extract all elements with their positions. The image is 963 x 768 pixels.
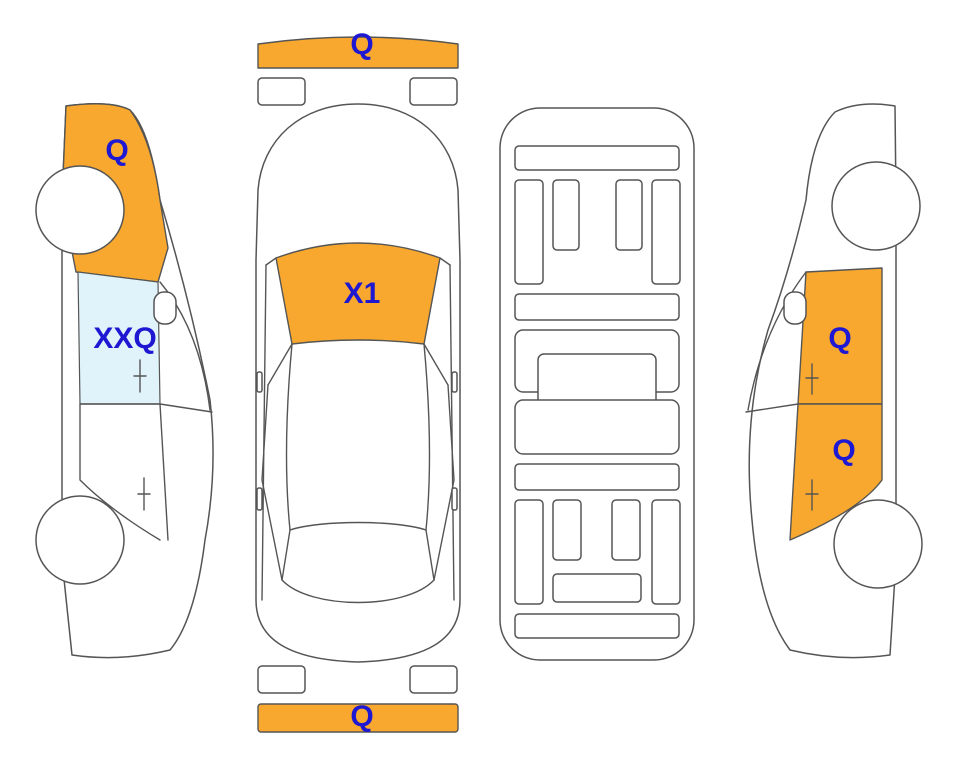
underbody-part (611, 499, 641, 561)
right-front-door-code: Q (832, 434, 855, 467)
underbody-part (552, 573, 642, 603)
left-front-window-code: XXQ (93, 322, 156, 355)
top-windshield-left (265, 257, 293, 386)
right-rear-wheel (833, 499, 923, 589)
underbody-part (514, 145, 680, 171)
right-door-lines (745, 271, 807, 413)
top-handle-right-rear (451, 487, 458, 511)
underbody-part (514, 463, 680, 491)
underbody-part (552, 179, 580, 251)
right-handle-rear (805, 363, 819, 395)
rear-bumper-panel[interactable] (257, 703, 459, 733)
left-front-fender-code: Q (105, 134, 128, 167)
right-side-view: Q Q (745, 103, 923, 659)
front-right-light (409, 77, 458, 106)
top-handle-right-front (451, 371, 458, 393)
right-mirror (783, 291, 807, 325)
underbody-part (651, 499, 681, 605)
left-rear-wheel (35, 495, 125, 585)
rear-left-light (257, 665, 306, 694)
top-windshield-right (423, 257, 451, 386)
front-left-light (257, 77, 306, 106)
left-handle-rear (137, 477, 151, 511)
hood-code: X1 (344, 277, 381, 310)
left-front-wheel (35, 165, 125, 255)
underbody-part (514, 179, 544, 285)
underbody-part (514, 613, 680, 639)
rear-right-light (409, 665, 458, 694)
underbody-view (499, 107, 695, 661)
front-bumper-code: Q (350, 28, 373, 61)
right-rear-door-code: Q (828, 322, 851, 355)
top-view: Q X1 Q (255, 28, 461, 733)
rear-bumper-code: Q (350, 700, 373, 733)
left-handle-front (133, 359, 147, 393)
underbody-part (514, 499, 544, 605)
top-body-outline (255, 103, 461, 663)
left-mirror (153, 291, 177, 325)
top-rear-lines (261, 384, 455, 581)
underbody-part (514, 293, 680, 321)
top-roof-outline (285, 343, 431, 531)
underbody-part (651, 179, 681, 285)
top-rear-window (281, 529, 435, 604)
right-front-wheel (831, 161, 921, 251)
underbody-part (514, 399, 680, 455)
underbody-part (615, 179, 643, 251)
right-front-door-panel[interactable] (789, 403, 883, 541)
right-handle-front (805, 479, 819, 511)
left-side-view: Q XXQ (35, 103, 214, 659)
left-door-lines (79, 403, 213, 541)
top-handle-left-front (256, 371, 263, 393)
top-handle-left-rear (256, 487, 263, 511)
top-body-inner (261, 264, 455, 601)
underbody-part (552, 499, 582, 561)
front-bumper-panel[interactable] (257, 36, 459, 69)
